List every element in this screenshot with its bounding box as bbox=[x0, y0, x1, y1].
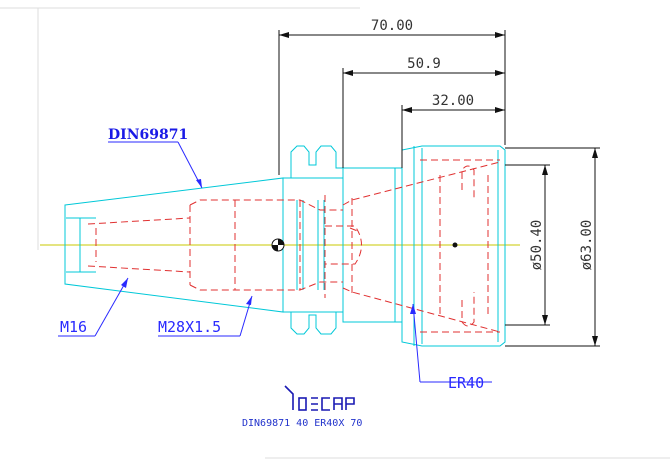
callout-collet: ER40 bbox=[448, 374, 484, 392]
callout-leaders bbox=[58, 141, 492, 383]
flange bbox=[282, 145, 344, 335]
hidden-internals bbox=[87, 159, 501, 333]
dim-flange-to-nut-length: 50.9 bbox=[407, 56, 441, 72]
callout-standard: DIN69871 bbox=[108, 127, 188, 143]
iscar-logo bbox=[284, 385, 355, 411]
frame-lines bbox=[0, 7, 670, 459]
dim-nut-diameter: ø50.40 bbox=[529, 220, 545, 271]
callout-thread-small: M16 bbox=[60, 318, 87, 336]
caption-description: DIN69871 40 ER40X 70 bbox=[242, 418, 362, 429]
callout-arrows bbox=[121, 179, 416, 314]
callout-thread-large: M28X1.5 bbox=[158, 318, 221, 336]
dimension-lines bbox=[278, 30, 600, 347]
dim-overall-length: 70.00 bbox=[371, 18, 413, 34]
center-marker bbox=[271, 238, 458, 252]
dim-flange-diameter: ø63.00 bbox=[579, 220, 595, 271]
drive-slot bbox=[325, 225, 362, 265]
dimension-arrows bbox=[279, 32, 598, 346]
body bbox=[342, 167, 402, 323]
dim-nut-length: 32.00 bbox=[432, 93, 474, 109]
